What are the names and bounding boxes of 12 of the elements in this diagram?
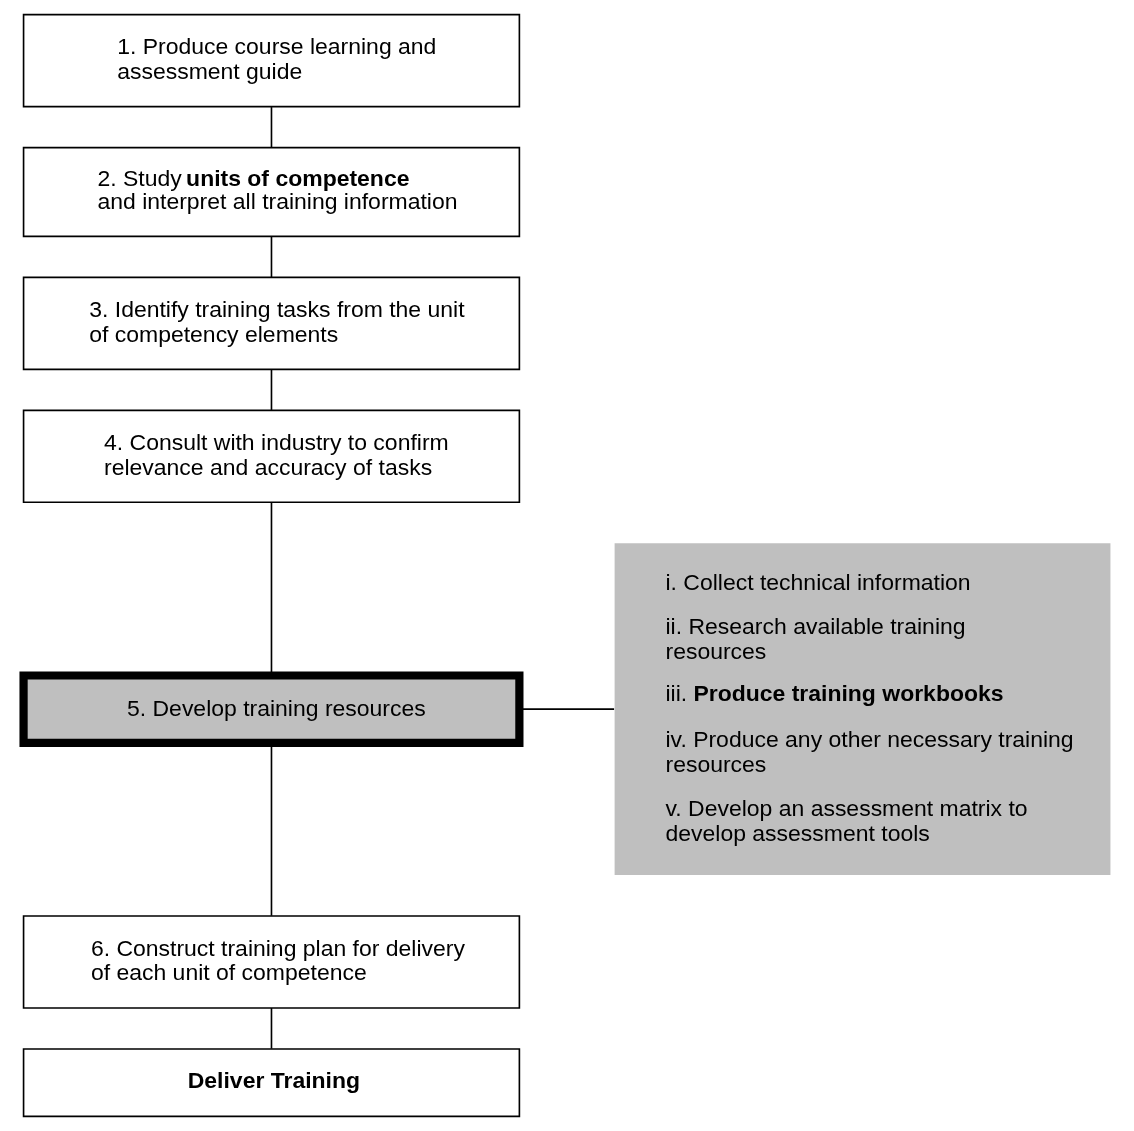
node-box: 2. Study units of competence and interpret all training information	[22, 146, 521, 238]
node-box: 5. Develop training resources	[19, 671, 524, 747]
node-box: 4. Consult with industry to confirm relevance and accuracy of tasks	[22, 409, 521, 504]
node-box: 1. Produce course learning and assessment guide	[22, 13, 521, 108]
connector	[270, 236, 273, 278]
node-box: Deliver Training	[22, 1048, 521, 1118]
connector	[270, 106, 273, 149]
connector	[270, 368, 273, 411]
node-box: i. Collect technical information ii. Research available training resources iii. Produce training workbooks iv. Produce any other necessary training resources v. Develop an assessment matrix to develop assessment tools	[614, 543, 1111, 875]
node-box: 6. Construct training plan for delivery of each unit of competence	[22, 915, 521, 1009]
connector	[270, 1007, 273, 1050]
node-box: 3. Identify training tasks from the unit of competency elements	[22, 276, 521, 371]
